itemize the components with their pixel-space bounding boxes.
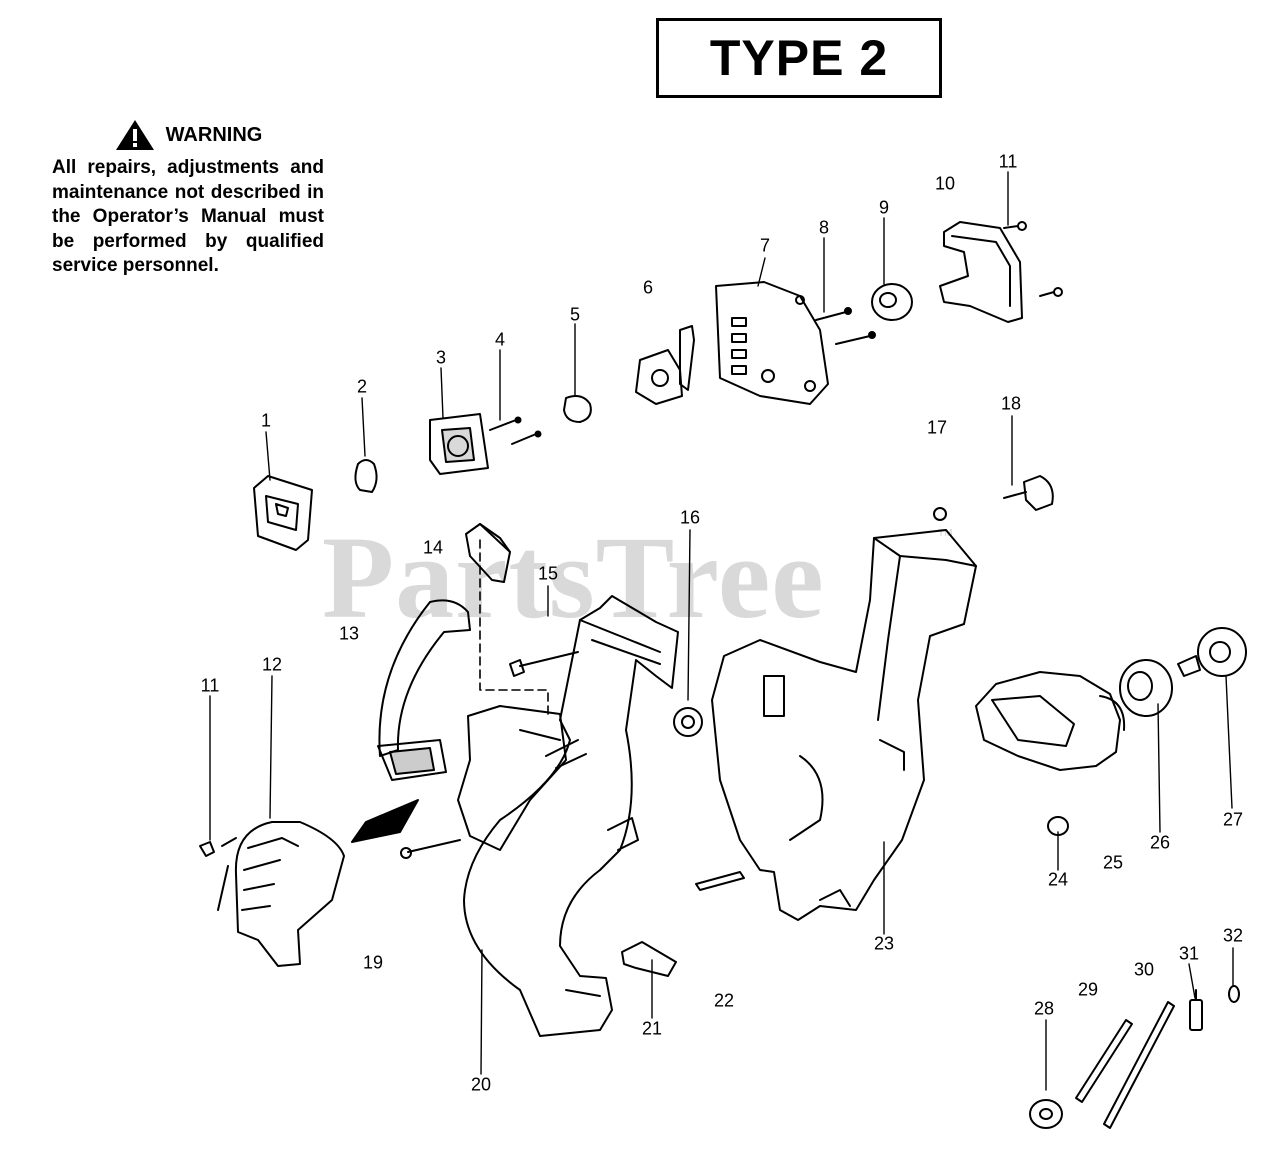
callout-9: 9: [878, 197, 890, 218]
callout-16: 16: [679, 507, 701, 528]
part-23-housing-right: [711, 529, 977, 921]
part-4-screws: [489, 416, 542, 445]
part-14-block: [465, 523, 511, 583]
callout-23: 23: [873, 933, 895, 954]
part-24-grommet: [1047, 816, 1069, 836]
warning-title: WARNING: [165, 123, 263, 146]
part-3-housing: [429, 413, 489, 475]
callout-14: 14: [422, 537, 444, 558]
callout-27: 27: [1222, 809, 1244, 830]
callout-15: 15: [537, 563, 559, 584]
part-27-fitting: [1177, 627, 1247, 677]
callout-5: 5: [569, 304, 581, 325]
type-title-box: TYPE 2: [656, 18, 942, 98]
part-13-handle: [377, 599, 471, 781]
callout-11-top: 11: [998, 151, 1018, 172]
callout-11-left: 11: [200, 675, 220, 696]
callout-21: 21: [641, 1018, 663, 1039]
part-10-bracket: [939, 221, 1023, 323]
callout-3: 3: [435, 347, 447, 368]
part-5-gasket: [563, 395, 592, 423]
part-12-cover: [199, 821, 345, 967]
callout-25: 25: [1102, 852, 1124, 873]
page-title: TYPE 2: [709, 30, 889, 86]
dashed-leader: [479, 539, 549, 717]
callout-7: 7: [759, 235, 771, 256]
part-6-carburetor: [635, 325, 695, 405]
part-8-screws: [815, 307, 876, 345]
callout-2: 2: [356, 376, 368, 397]
assembly-arrow: [351, 799, 419, 843]
part-16-gear: [673, 707, 703, 737]
part-9-spacer: [871, 283, 913, 321]
part-22-pin: [695, 871, 745, 891]
callout-31: 31: [1178, 943, 1200, 964]
leader-lines: [209, 171, 1234, 1091]
part-20-housing-left: [457, 595, 679, 1037]
callout-19: 19: [362, 952, 384, 973]
callout-32: 32: [1222, 925, 1244, 946]
callout-12: 12: [261, 654, 283, 675]
warning-icon: [115, 120, 154, 150]
part-18-knob: [1003, 475, 1054, 511]
callout-1: 1: [260, 410, 272, 431]
callout-20: 20: [470, 1074, 492, 1095]
callout-6: 6: [642, 277, 654, 298]
callout-8: 8: [818, 217, 830, 238]
warning-text: All repairs, adjustments and maintenance…: [52, 157, 324, 276]
callout-4: 4: [494, 329, 506, 350]
part-32-oring: [1228, 985, 1240, 1003]
part-25-filter-box: [975, 671, 1126, 771]
callout-29: 29: [1077, 979, 1099, 1000]
part-29-30-tubes: [1075, 1001, 1175, 1129]
callout-30: 30: [1133, 959, 1155, 980]
part-nut-small: [933, 507, 947, 521]
callout-17: 17: [926, 417, 948, 438]
part-31-fuel-filter: [1189, 989, 1203, 1031]
callout-26: 26: [1149, 832, 1171, 853]
callout-22: 22: [713, 990, 735, 1011]
part-19-bolt: [400, 839, 461, 859]
part-21-clip: [621, 941, 677, 977]
part-26-ring: [1119, 659, 1173, 717]
callout-10: 10: [934, 173, 956, 194]
warning-header: WARNING: [52, 118, 324, 152]
part-28-washer: [1029, 1099, 1063, 1129]
part-11-screws-top: [1003, 221, 1063, 297]
part-2-cap: [354, 459, 378, 493]
warning-notice: WARNING All repairs, adjustments and mai…: [52, 118, 324, 279]
callout-18: 18: [1000, 393, 1022, 414]
callout-24: 24: [1047, 869, 1069, 890]
trademark-mark: TM: [938, 528, 953, 539]
part-7-cover-plate: [715, 281, 829, 405]
part-1-air-filter: [253, 475, 313, 551]
callout-13: 13: [338, 623, 360, 644]
part-15-bolt: [509, 651, 579, 677]
callout-28: 28: [1033, 998, 1055, 1019]
watermark: PartsTree: [322, 512, 825, 643]
